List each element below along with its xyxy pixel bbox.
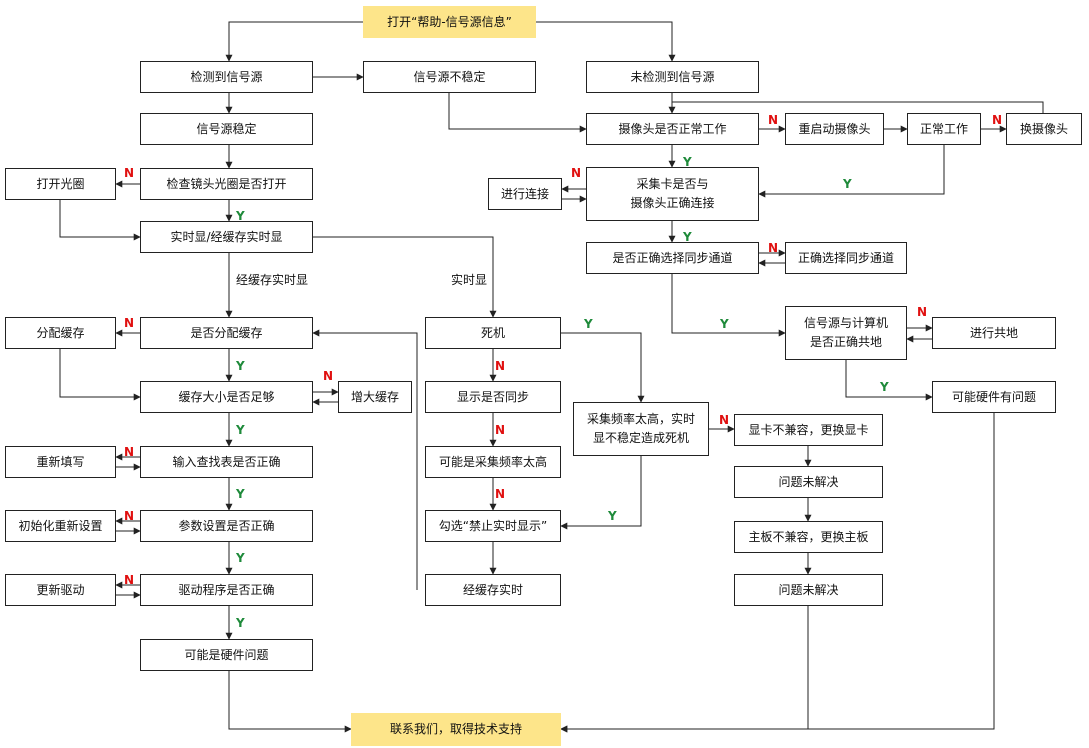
- node-freq-too-high: 可能是采集频率太高: [425, 446, 561, 478]
- node-check-aperture: 检查镜头光圈是否打开: [140, 168, 313, 200]
- yes-marker: Y: [880, 380, 889, 394]
- connector-line: [561, 332, 645, 403]
- connector-line: [845, 360, 933, 401]
- node-freq-crash: 采集频率太高，实时 显不稳定造成死机: [573, 402, 709, 456]
- node-display-sync: 显示是否同步: [425, 381, 561, 413]
- yes-marker: Y: [608, 509, 617, 523]
- node-gpu-incompat: 显卡不兼容，更换显卡: [734, 414, 883, 446]
- node-unsolved-2: 问题未解决: [734, 574, 883, 606]
- connector-line: [228, 671, 352, 733]
- connector-line: [312, 329, 418, 590]
- node-unstable: 信号源不稳定: [363, 61, 536, 93]
- no-marker: N: [719, 413, 730, 427]
- node-realtime: 实时显/经缓存实时显: [140, 221, 313, 253]
- node-replace-camera: 换摄像头: [1006, 113, 1082, 145]
- no-marker: N: [495, 359, 506, 373]
- no-marker: N: [124, 509, 135, 523]
- yes-marker: Y: [584, 317, 593, 331]
- node-share-ground: 进行共地: [932, 317, 1056, 349]
- connector-line: [59, 200, 141, 241]
- node-stable: 信号源稳定: [140, 113, 313, 145]
- connector-line: [560, 456, 642, 530]
- yes-marker: Y: [236, 423, 245, 437]
- node-buffered-realtime: 经缓存实时: [425, 574, 561, 606]
- node-restart-camera: 重启动摄像头: [785, 113, 884, 145]
- node-contact: 联系我们，取得技术支持: [351, 713, 561, 746]
- yes-marker: Y: [236, 551, 245, 565]
- node-share-ground-q: 信号源与计算机 是否正确共地: [785, 306, 907, 360]
- node-driver-ok: 驱动程序是否正确: [140, 574, 313, 606]
- connector-line: [671, 274, 786, 337]
- yes-marker: Y: [236, 487, 245, 501]
- node-unsolved-1: 问题未解决: [734, 466, 883, 498]
- node-capture-connected: 采集卡是否与 摄像头正确连接: [586, 167, 759, 221]
- node-sync-channel: 是否正确选择同步通道: [586, 242, 759, 274]
- node-increase-buffer: 增大缓存: [338, 381, 412, 413]
- connector-line: [672, 101, 1044, 113]
- no-marker: N: [495, 423, 506, 437]
- node-camera-ok: 摄像头是否正常工作: [586, 113, 759, 145]
- connector-line: [448, 93, 587, 133]
- no-marker: N: [992, 113, 1003, 127]
- node-select-sync: 正确选择同步通道: [785, 242, 907, 274]
- connector-line: [560, 413, 995, 733]
- yes-marker: Y: [843, 177, 852, 191]
- node-init-reset: 初始化重新设置: [5, 510, 116, 542]
- connector-line: [59, 349, 141, 401]
- node-not-detected: 未检测到信号源: [586, 61, 759, 93]
- node-refill: 重新填写: [5, 446, 116, 478]
- yes-marker: Y: [683, 155, 692, 169]
- yes-marker: Y: [720, 317, 729, 331]
- no-marker: N: [495, 487, 506, 501]
- node-buffer-enough: 缓存大小是否足够: [140, 381, 313, 413]
- yes-marker: Y: [236, 209, 245, 223]
- node-works: 正常工作: [907, 113, 981, 145]
- node-connect: 进行连接: [488, 178, 562, 210]
- node-update-driver: 更新驱动: [5, 574, 116, 606]
- label-realtime-path: 实时显: [451, 273, 488, 287]
- no-marker: N: [571, 166, 582, 180]
- yes-marker: Y: [236, 616, 245, 630]
- no-marker: N: [768, 241, 779, 255]
- node-mobo-incompat: 主板不兼容，更换主板: [734, 521, 883, 553]
- no-marker: N: [768, 113, 779, 127]
- yes-marker: Y: [683, 230, 692, 244]
- node-hw-problem: 可能是硬件问题: [140, 639, 313, 671]
- no-marker: N: [124, 316, 135, 330]
- node-alloc-buffer: 分配缓存: [5, 317, 116, 349]
- connector-line: [758, 145, 945, 198]
- node-is-alloc: 是否分配缓存: [140, 317, 313, 349]
- node-params: 参数设置是否正确: [140, 510, 313, 542]
- node-lookup-table: 输入查找表是否正确: [140, 446, 313, 478]
- no-marker: N: [323, 369, 334, 383]
- no-marker: N: [917, 305, 928, 319]
- node-dead: 死机: [425, 317, 561, 349]
- connector-line: [560, 606, 809, 733]
- connector-line: [313, 236, 497, 318]
- label-buffered-path: 经缓存实时显: [236, 273, 309, 287]
- node-hw-problem-maybe: 可能硬件有问题: [932, 381, 1056, 413]
- no-marker: N: [124, 166, 135, 180]
- yes-marker: Y: [236, 359, 245, 373]
- no-marker: N: [124, 573, 135, 587]
- node-disable-realtime: 勾选“禁止实时显示”: [425, 510, 561, 542]
- node-detected: 检测到信号源: [140, 61, 313, 93]
- node-start: 打开“帮助-信号源信息”: [363, 6, 536, 38]
- no-marker: N: [124, 445, 135, 459]
- node-open-aperture: 打开光圈: [5, 168, 116, 200]
